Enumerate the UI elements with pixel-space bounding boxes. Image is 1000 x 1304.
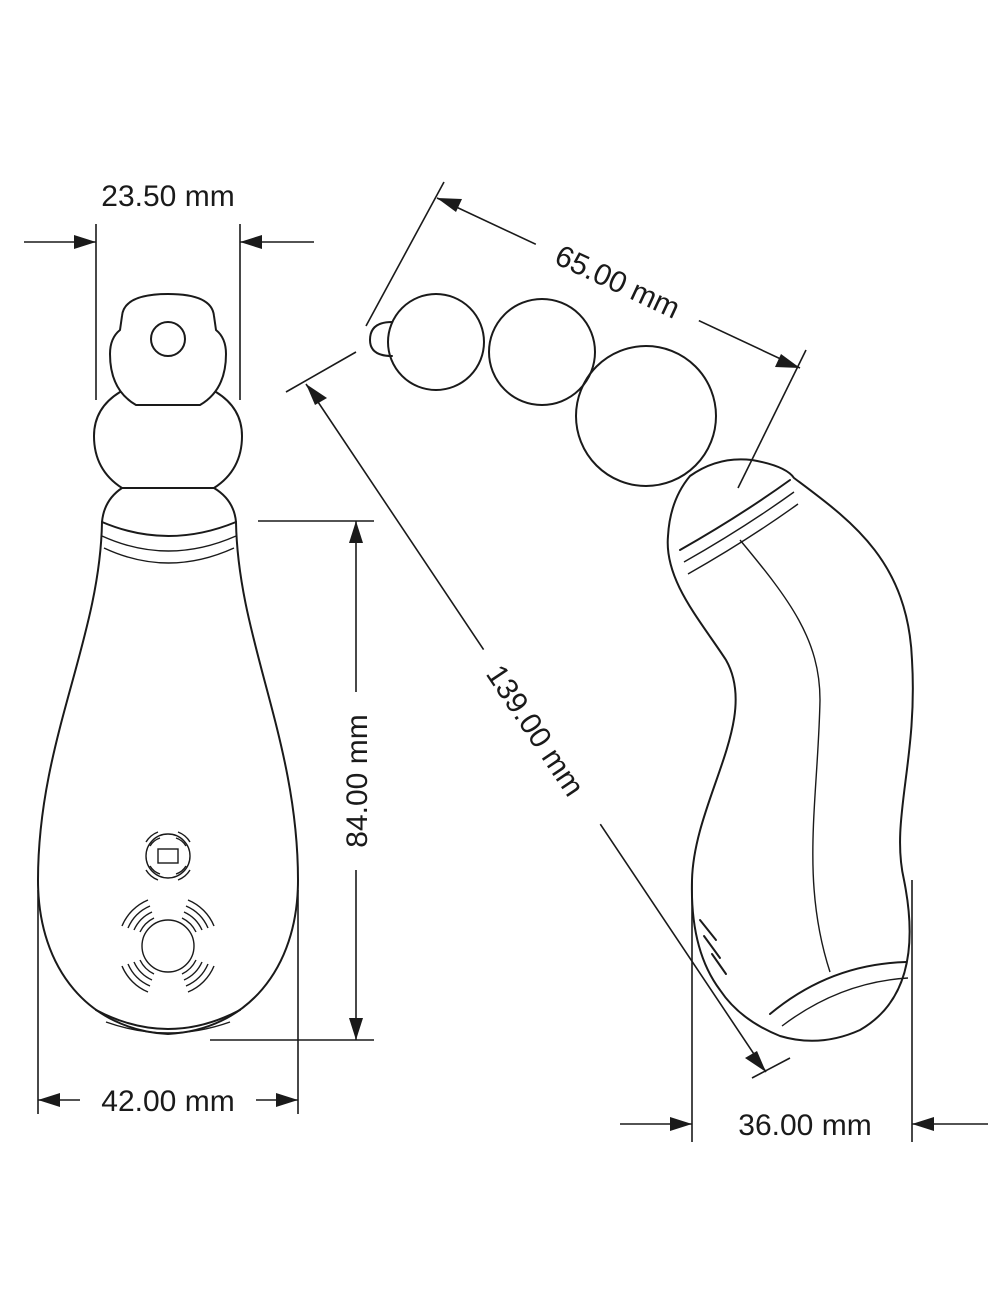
- dim-side-bead-span: 65.00 mm: [365, 181, 807, 489]
- front-base: [95, 1009, 241, 1030]
- dim-label-front-height: 84.00 mm: [341, 714, 374, 847]
- front-middle-bead: [93, 391, 243, 489]
- side-body-outer: [666, 458, 914, 1042]
- front-view: [37, 293, 299, 1035]
- side-bead-3: [575, 345, 717, 487]
- front-tip-hole: [150, 321, 186, 357]
- side-collar-1: [679, 479, 791, 551]
- front-collar-ring-3: [103, 547, 235, 564]
- side-collar-2: [683, 491, 795, 563]
- front-body: [37, 521, 299, 1035]
- dim-front-height: 84.00 mm: [210, 520, 376, 1041]
- dim-side-bottom-width: 36.00 mm: [620, 880, 988, 1142]
- side-view: [369, 293, 914, 1042]
- side-collar-3: [687, 503, 799, 575]
- front-collar-ring-1: [101, 521, 237, 537]
- dim-label-side-total-length: 139.00 mm: [479, 659, 590, 802]
- front-tip-bead: [109, 293, 227, 406]
- dim-label-front-top-width: 23.50 mm: [101, 180, 234, 213]
- front-base-line: [105, 1021, 231, 1034]
- side-end-cap-1: [769, 961, 907, 1015]
- side-button-mark: [699, 919, 727, 975]
- dim-front-top-width: 23.50 mm: [24, 180, 314, 400]
- dim-label-front-bottom-width: 42.00 mm: [101, 1085, 234, 1118]
- dim-label-side-bottom-width: 36.00 mm: [738, 1109, 871, 1142]
- large-button-icon: [121, 899, 215, 993]
- front-collar-ring-2: [101, 535, 237, 552]
- small-button-icon: [145, 831, 191, 881]
- front-neck: [101, 487, 237, 523]
- side-bead-2: [488, 298, 596, 406]
- side-bead-1: [387, 293, 485, 391]
- side-end-cap-2: [781, 977, 909, 1027]
- dim-front-bottom-width: 42.00 mm: [37, 890, 299, 1118]
- side-inner-curve: [739, 539, 831, 973]
- side-tip-nub: [369, 321, 393, 357]
